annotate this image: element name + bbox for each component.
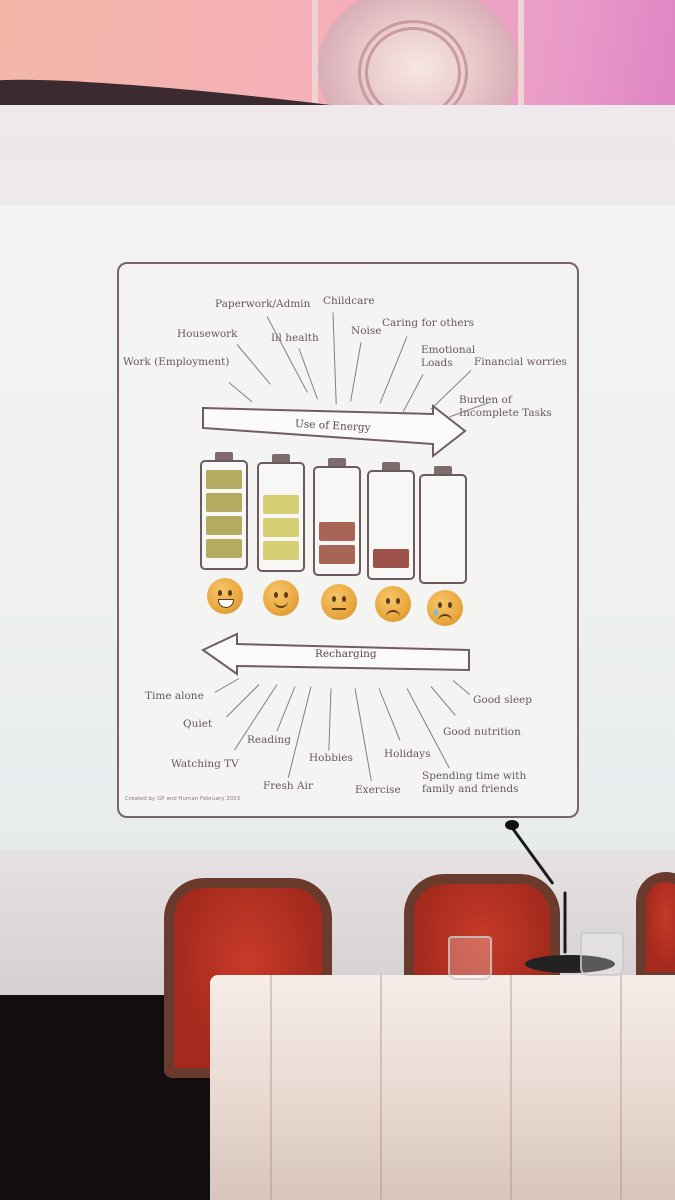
battery-three-quarters	[257, 454, 305, 572]
recharge-label-exercise: Exercise	[355, 784, 401, 796]
battery-full	[200, 452, 248, 570]
drain-label-work: Work (Employment)	[123, 356, 230, 368]
water-glass-right	[580, 932, 624, 976]
drain-label-caring: Caring for others	[382, 317, 474, 329]
recharge-label-holidays: Holidays	[384, 748, 431, 760]
drain-label-emotional: Emotional Loads	[421, 344, 476, 369]
recharge-label-sleep: Good sleep	[473, 694, 532, 706]
recharge-line	[287, 686, 312, 778]
sad-face-icon	[375, 586, 411, 622]
grinning-face-icon	[207, 578, 243, 614]
recharge-label-timealone: Time alone	[145, 690, 204, 702]
recharge-label-nutrition: Good nutrition	[443, 726, 521, 738]
battery-half	[313, 458, 361, 576]
battery-quarter	[367, 462, 415, 580]
recharge-label-hobbies: Hobbies	[309, 752, 353, 764]
drain-line	[228, 382, 253, 403]
drain-label-illhealth: Ill health	[271, 332, 319, 344]
use-of-energy-arrow	[202, 403, 467, 459]
drain-line	[298, 348, 318, 400]
drain-label-noise: Noise	[351, 325, 382, 337]
drain-label-paperwork: Paperwork/Admin	[215, 298, 311, 310]
drain-line	[379, 336, 408, 404]
recharge-label-reading: Reading	[247, 734, 291, 746]
recharge-label-spending: Spending time with family and friends	[422, 770, 527, 795]
recharge-line	[378, 688, 401, 741]
smiling-face-icon	[263, 580, 299, 616]
recharge-label-watchingtv: Watching TV	[171, 758, 239, 770]
recharge-line	[214, 678, 240, 693]
recharge-line	[430, 686, 456, 716]
battery-empty	[419, 466, 467, 584]
drain-label-childcare: Childcare	[323, 295, 375, 307]
recharge-line	[354, 688, 372, 782]
recharge-label-freshair: Fresh Air	[263, 780, 313, 792]
recharge-line	[452, 680, 471, 696]
drain-label-financial: Financial worries	[474, 356, 567, 368]
crying-face-icon	[427, 590, 463, 626]
drain-line	[332, 312, 337, 405]
recharge-line	[226, 684, 260, 718]
energy-battery-slide: Work (Employment) Housework Paperwork/Ad…	[117, 262, 579, 818]
chair-right	[636, 872, 675, 982]
microphone-base	[525, 955, 615, 973]
recharging-label: Recharging	[315, 648, 377, 660]
water-glass-left	[448, 936, 492, 980]
microphone-stem-lower	[563, 891, 567, 954]
recharging-arrow	[201, 632, 470, 676]
drain-label-housework: Housework	[177, 328, 238, 340]
drain-line	[236, 344, 271, 385]
neutral-face-icon	[321, 584, 357, 620]
recharge-label-quiet: Quiet	[183, 718, 213, 730]
slide-credit: Created by GP and Human February 2023	[125, 796, 241, 802]
microphone-head	[505, 820, 519, 830]
recharge-line	[276, 686, 296, 732]
drain-line	[350, 342, 362, 402]
table-with-white-cloth	[210, 975, 675, 1200]
recharge-line	[328, 688, 332, 751]
